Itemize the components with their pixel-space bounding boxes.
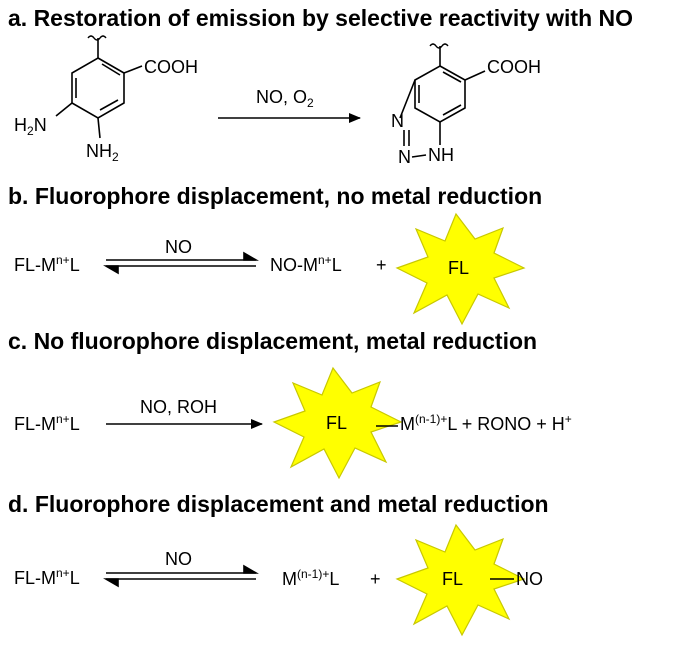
nh2-label: NH2 bbox=[86, 141, 119, 164]
panel-b-equilibrium-arrows bbox=[103, 251, 259, 275]
panel-b-arrow-label: NO bbox=[165, 237, 192, 257]
panel-d-equilibrium-arrows bbox=[103, 564, 259, 588]
reactant-benzene-ring bbox=[55, 38, 143, 139]
heading-b: b. Fluorophore displacement, no metal re… bbox=[8, 183, 543, 209]
panel-b-reactant: FL-Mn+L bbox=[14, 253, 80, 275]
panel-b-product: NO-Mn+L bbox=[270, 253, 342, 275]
burst-b bbox=[395, 212, 526, 326]
panel-d-fl-label: FL bbox=[442, 569, 464, 589]
panel-d-arrow-label: NO bbox=[165, 549, 192, 569]
triazole-n-top: N bbox=[391, 111, 404, 131]
panel-b-fl-label: FL bbox=[448, 258, 470, 278]
product-wavy-bond bbox=[429, 43, 449, 49]
triazole-nh: NH bbox=[428, 145, 454, 165]
burst-c bbox=[272, 366, 403, 480]
panel-d-plus: + bbox=[370, 569, 381, 589]
panel-b-plus: + bbox=[376, 255, 387, 275]
panel-c-product: M(n-1)+L + RONO + H+ bbox=[400, 412, 572, 434]
panel-c-arrow-label: NO, ROH bbox=[140, 397, 218, 417]
h2n-label: H2N bbox=[14, 115, 47, 138]
heading-d: d. Fluorophore displacement and metal re… bbox=[8, 491, 549, 517]
reactant-cooh-label: COOH bbox=[144, 57, 198, 77]
triazole-n-bottom: N bbox=[398, 147, 411, 167]
panel-a-conditions: NO, O2 bbox=[256, 87, 314, 110]
heading-c: c. No fluorophore displacement, metal re… bbox=[8, 328, 538, 354]
reactant-wavy-bond bbox=[87, 35, 107, 41]
panel-d-reactant: FL-Mn+L bbox=[14, 566, 80, 588]
panel-c-fl-label: FL bbox=[326, 413, 348, 433]
product-benzotriazole bbox=[399, 46, 486, 158]
panel-c-reactant: FL-Mn+L bbox=[14, 412, 80, 434]
panel-d-product: M(n-1)+L bbox=[282, 567, 340, 589]
burst-d bbox=[395, 523, 526, 637]
product-cooh-label: COOH bbox=[487, 57, 541, 77]
heading-a: a. Restoration of emission by selective … bbox=[8, 5, 634, 31]
panel-d-no-label: NO bbox=[516, 569, 543, 589]
